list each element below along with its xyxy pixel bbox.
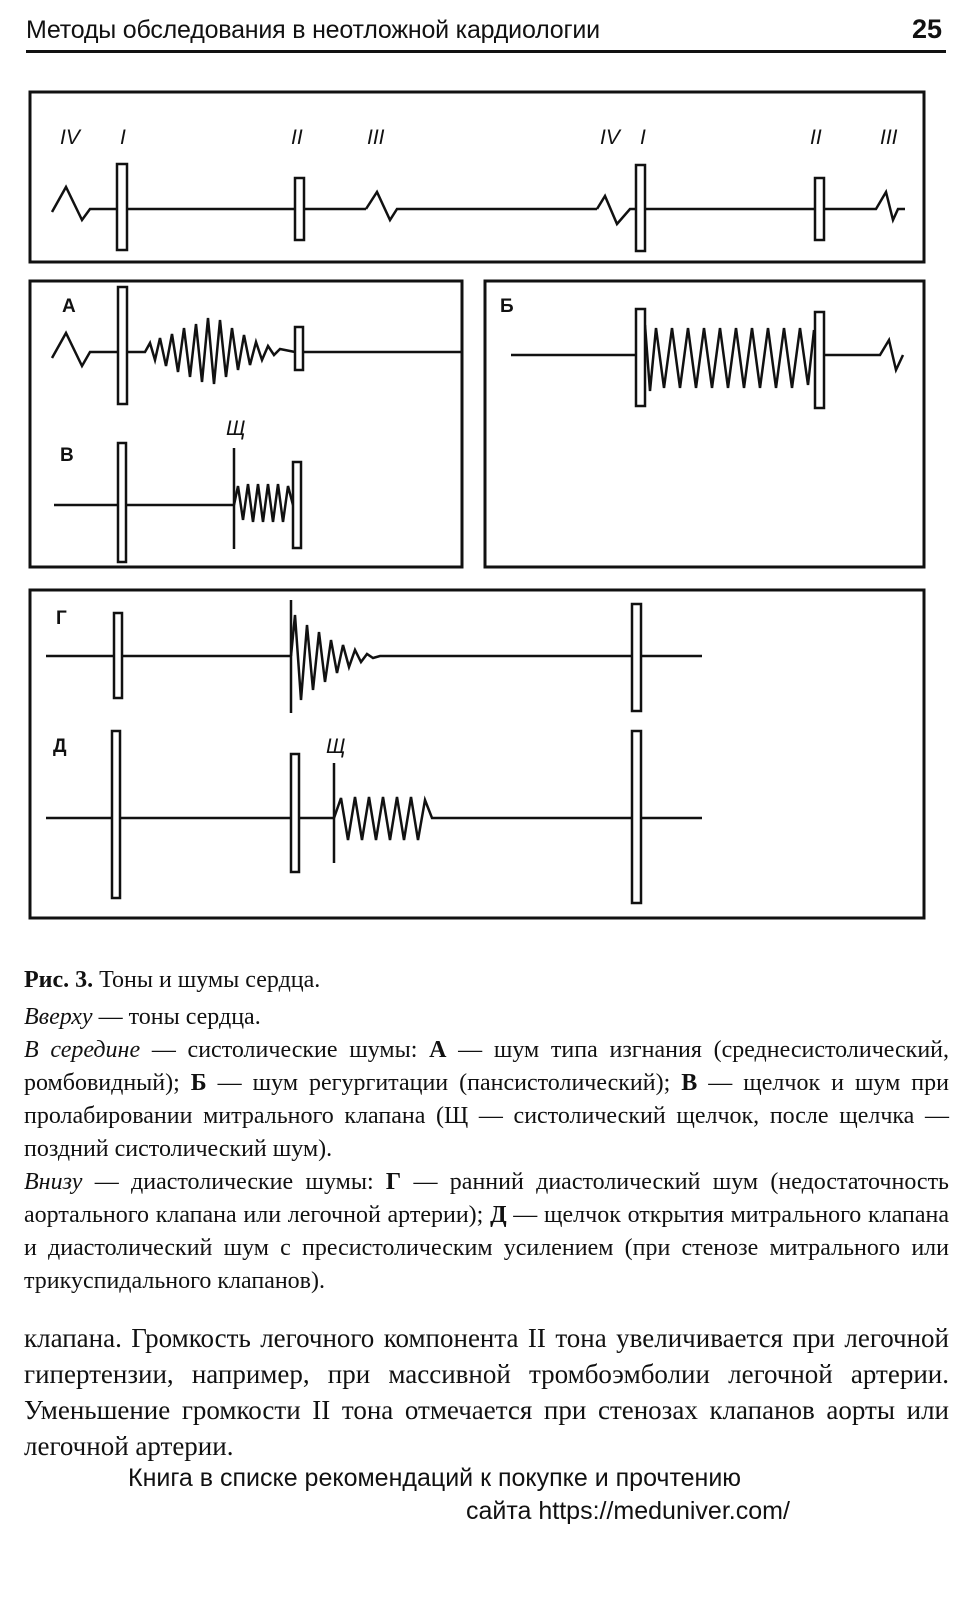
panel-d-s1-bar: [110, 729, 122, 900]
label-iv-2: IV: [600, 126, 622, 149]
label-iii-2: III: [880, 126, 898, 149]
running-header: Методы обследования в неотложной кардиол…: [26, 12, 946, 53]
panel-top-frame: [28, 90, 926, 264]
label-i-1: I: [120, 126, 126, 149]
caption-middle-text: — систолические шумы:: [140, 1037, 430, 1063]
caption-top: Вверху — тоны сердца.: [24, 1001, 949, 1034]
panel-d-murmur: [332, 795, 632, 841]
caption-b-text: — шум регургитации (пансистолический);: [206, 1070, 682, 1096]
caption-v-text: — щелчок и шум при пролабировании митрал…: [24, 1070, 949, 1162]
heart-sounds-figure: IV I II III IV I II III А В Щ Б: [28, 90, 926, 920]
panel-b-murmur: [643, 324, 816, 392]
panel-a-s2-bar: [293, 325, 305, 372]
panel-v-s2-bar: [291, 460, 303, 550]
caption-middle: В середине — систолические шумы: А — шум…: [24, 1034, 949, 1166]
panel-a-iv-wave: [50, 330, 118, 369]
caption-top-text: — тоны сердца.: [92, 1004, 261, 1030]
caption-bottom: Внизу — диастолические шумы: Г — ранний …: [24, 1166, 949, 1298]
sound-iii-wave-2: [824, 188, 905, 224]
panel-label-v: В: [60, 445, 74, 466]
panel-b-s1-bar: [634, 307, 647, 408]
caption-g-text: — ранний диастолический шум (недостаточн…: [24, 1169, 950, 1228]
sound-ii-bar-2: [813, 176, 826, 242]
page-number: 25: [911, 14, 942, 44]
panel-d-s2-bar: [289, 752, 301, 874]
panel-label-d: Д: [53, 736, 67, 757]
panel-v-murmur: [232, 483, 295, 523]
panel-v-s1-bar: [116, 441, 128, 564]
panel-label-a: А: [62, 296, 76, 317]
caption-a-text: — шум типа изгнания (среднесистолический…: [24, 1037, 950, 1096]
click-label-v: Щ: [226, 417, 245, 440]
panel-a-s1-bar: [116, 285, 129, 406]
sound-iii-wave-1: [364, 189, 597, 223]
caption-v-label: В: [681, 1070, 698, 1096]
caption-b-label: Б: [190, 1070, 207, 1096]
label-iv-1: IV: [60, 126, 82, 149]
running-title: Методы обследования в неотложной кардиол…: [26, 16, 600, 44]
body-paragraph: клапана. Громкость легочного компонента …: [24, 1323, 949, 1461]
panel-gd-frame: [28, 588, 926, 920]
panel-g-s1-next-bar: [630, 602, 643, 713]
panel-b-s2-bar: [813, 310, 826, 410]
sound-iv-wave-1: [50, 184, 120, 223]
sound-i-bar-2: [634, 163, 647, 253]
caption-d-label: Д: [490, 1202, 507, 1228]
label-ii-2: II: [810, 126, 822, 149]
label-ii-1: II: [291, 126, 303, 149]
figure-caption: Рис. 3. Тоны и шумы сердца. Вверху — тон…: [24, 964, 949, 1298]
label-i-2: I: [640, 126, 646, 149]
caption-bottom-text: — диастолические шумы:: [82, 1169, 386, 1195]
footer-line-2: сайта https://meduniver.com/: [466, 1497, 790, 1525]
caption-fig-title: Тоны и шумы сердца.: [93, 967, 321, 993]
panel-g-s1-bar: [112, 611, 124, 700]
caption-top-label: Вверху: [24, 1004, 93, 1030]
caption-d-text: — щелчок открытия митрального клапана и …: [24, 1202, 949, 1294]
caption-a-label: А: [429, 1037, 447, 1063]
panel-g-murmur: [289, 614, 632, 701]
panel-av-frame: [28, 279, 464, 569]
panel-b-frame: [483, 279, 926, 569]
panel-label-g: Г: [56, 608, 67, 629]
caption-fig-label: Рис. 3.: [24, 967, 94, 993]
label-iii-1: III: [367, 126, 385, 149]
panel-d-s1-next-bar: [630, 729, 643, 905]
footer-line-1: Книга в списке рекомендаций к покупке и …: [128, 1464, 742, 1492]
caption-bottom-label: Внизу: [24, 1169, 83, 1195]
sound-i-bar-1: [115, 162, 129, 252]
sound-iv-wave-2: [595, 193, 636, 227]
click-label-d: Щ: [326, 735, 345, 758]
panel-b-s3-wave: [824, 336, 905, 374]
panel-a-murmur: [127, 317, 296, 385]
caption-g-label: Г: [385, 1169, 402, 1195]
caption-middle-label: В середине: [24, 1037, 141, 1063]
sound-ii-bar-1: [293, 176, 306, 242]
panel-label-b: Б: [500, 296, 514, 317]
caption-title: Рис. 3. Тоны и шумы сердца.: [24, 964, 949, 997]
